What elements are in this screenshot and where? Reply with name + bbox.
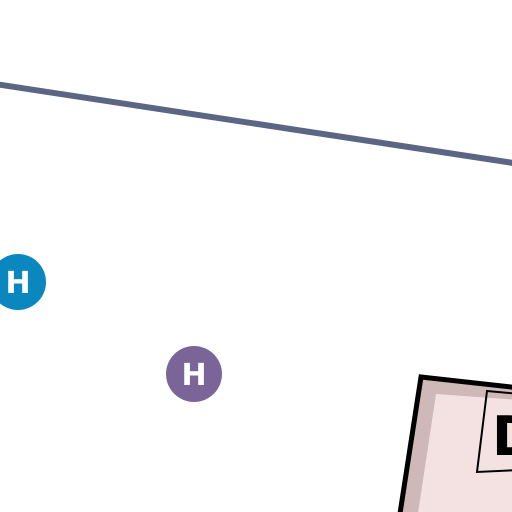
building-sign-label: D: [492, 405, 512, 468]
route-line: [0, 81, 512, 166]
building-footprint: [418, 394, 512, 512]
building[interactable]: D: [397, 374, 512, 512]
hospital-marker-label: H: [5, 266, 30, 301]
building-outline: [397, 374, 512, 512]
hospital-marker-icon: [166, 346, 222, 402]
hospital-marker-purple[interactable]: H: [166, 346, 222, 402]
hospital-marker-blue[interactable]: H: [0, 254, 46, 310]
hospital-marker-icon: [0, 254, 46, 310]
hospital-marker-label: H: [181, 358, 206, 393]
building-sign: [475, 389, 512, 474]
